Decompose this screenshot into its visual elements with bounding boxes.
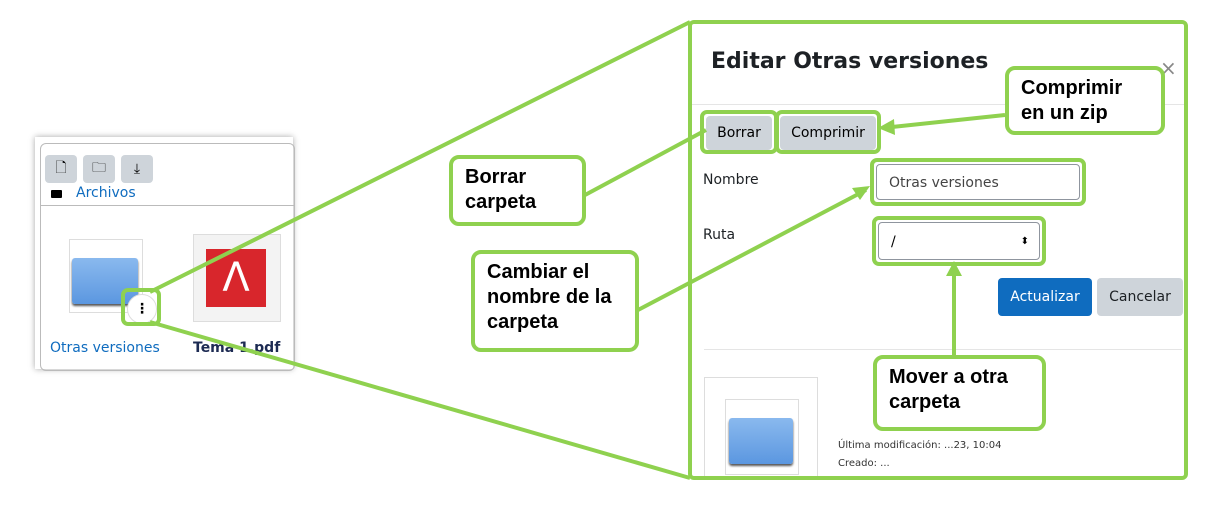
zip-button[interactable]: Comprimir xyxy=(780,116,876,150)
callout-delete: Borrar carpeta xyxy=(449,155,586,226)
dialog-title: Editar Otras versiones xyxy=(711,49,989,74)
modified-info: Última modificación: ...23, 10:04 xyxy=(838,440,1002,451)
name-input[interactable]: Otras versiones xyxy=(876,164,1080,200)
more-options-icon[interactable]: ⋮ xyxy=(127,294,157,324)
callout-rename: Cambiar el nombre de la carpeta xyxy=(471,250,639,352)
folder-icon xyxy=(51,190,62,198)
file-icon: 🗋 xyxy=(55,160,67,176)
update-button[interactable]: Actualizar xyxy=(998,278,1092,316)
path-label: Ruta xyxy=(703,227,736,243)
delete-button[interactable]: Borrar xyxy=(706,116,772,150)
download-icon: ⤓ xyxy=(133,161,141,177)
divider xyxy=(704,349,1182,350)
add-file-button[interactable]: 🗋 xyxy=(45,155,77,183)
created-info: Creado: ... xyxy=(838,458,890,469)
folder-preview xyxy=(704,377,818,476)
path-select[interactable]: / ⬍ xyxy=(878,222,1040,260)
folder-icon: 🗀 xyxy=(92,160,106,176)
file-name-otras-versiones[interactable]: Otras versiones xyxy=(50,340,160,356)
folder-icon xyxy=(72,258,138,304)
highlight xyxy=(775,110,881,154)
folder-thumbnail[interactable] xyxy=(69,239,143,313)
divider xyxy=(692,104,1184,105)
divider xyxy=(41,205,294,206)
folder-icon xyxy=(729,418,793,464)
breadcrumb-archivos[interactable]: Archivos xyxy=(76,185,136,201)
cancel-button[interactable]: Cancelar xyxy=(1097,278,1183,316)
name-label: Nombre xyxy=(703,172,759,188)
callout-zip: Comprimir en un zip xyxy=(1005,66,1165,135)
folder-thumbnail xyxy=(725,399,799,475)
path-value: / xyxy=(891,234,896,250)
highlight xyxy=(121,288,161,326)
callout-move: Mover a otra carpeta xyxy=(873,355,1046,431)
create-folder-button[interactable]: 🗀 xyxy=(83,155,115,183)
file-manager: 🗋 🗀 ⤓ Archivos ⋮ Otras versiones ᐱ Tema … xyxy=(35,137,295,371)
highlight xyxy=(870,158,1086,206)
download-button[interactable]: ⤓ xyxy=(121,155,153,183)
chevron-updown-icon: ⬍ xyxy=(1020,236,1029,247)
highlight xyxy=(872,216,1046,266)
